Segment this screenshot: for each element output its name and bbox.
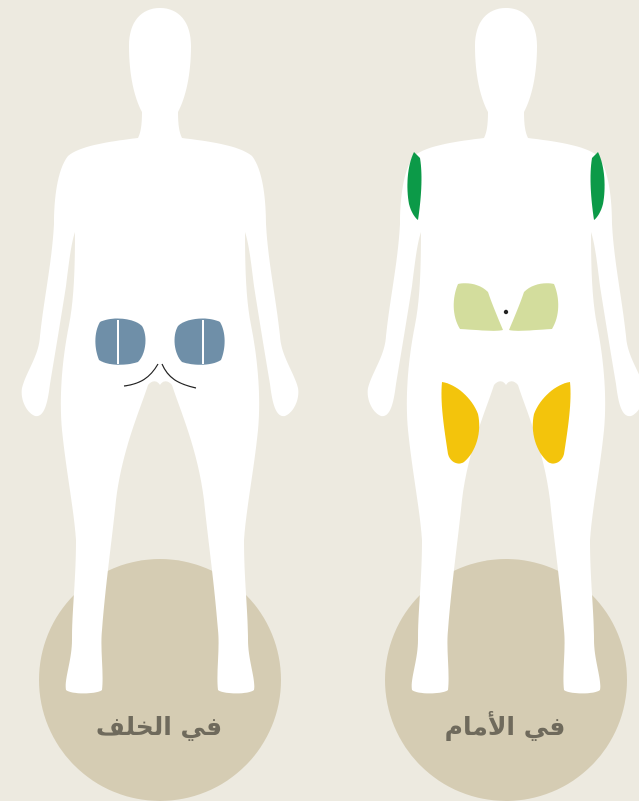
front-figure xyxy=(368,8,639,801)
back-figure xyxy=(22,8,299,801)
thigh-zones xyxy=(441,382,570,464)
buttock-zone-left xyxy=(95,319,145,365)
back-view-label: في الخلف xyxy=(59,712,259,741)
front-view-label: في الأمام xyxy=(405,712,605,741)
buttock-zone-right xyxy=(175,319,225,365)
navel-dot xyxy=(504,310,508,314)
